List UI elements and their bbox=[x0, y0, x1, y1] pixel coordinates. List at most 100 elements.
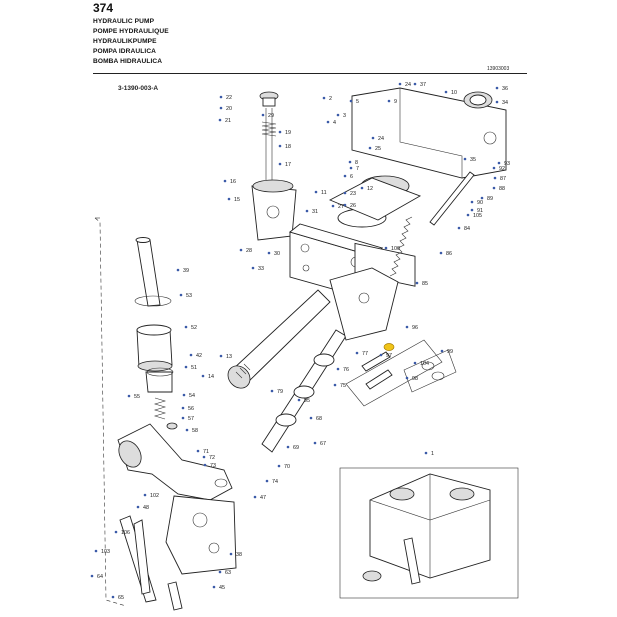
callout-92: 92 bbox=[492, 166, 505, 172]
callout-dot bbox=[201, 374, 205, 378]
callout-dot bbox=[185, 428, 189, 432]
callout-dot bbox=[278, 162, 282, 166]
assembly-boundary-line bbox=[94, 217, 127, 607]
callout-dot bbox=[278, 144, 282, 148]
callout-98: 98 bbox=[405, 376, 418, 382]
callout-38: 38 bbox=[229, 552, 242, 558]
callout-dot bbox=[493, 176, 497, 180]
callout-dot bbox=[413, 361, 417, 365]
callout-33: 33 bbox=[251, 266, 264, 272]
callout-dot bbox=[326, 120, 330, 124]
callout-dot bbox=[176, 268, 180, 272]
callout-58: 58 bbox=[185, 428, 198, 434]
callout-dot bbox=[466, 213, 470, 217]
callout-dot bbox=[387, 99, 391, 103]
callout-dot bbox=[398, 82, 402, 86]
callout-53: 53 bbox=[179, 293, 192, 299]
callout-dot bbox=[219, 95, 223, 99]
callout-dot bbox=[111, 595, 115, 599]
callout-number: 56 bbox=[188, 406, 194, 412]
callout-dot bbox=[261, 113, 265, 117]
callout-number: 103 bbox=[101, 549, 110, 555]
callout-number: 2 bbox=[329, 96, 332, 102]
callout-dot bbox=[405, 325, 409, 329]
callout-14: 14 bbox=[201, 374, 214, 380]
callout-dot bbox=[94, 549, 98, 553]
callout-76: 76 bbox=[336, 367, 349, 373]
title-block: HYDRAULIC PUMP POMPE HYDRAULIQUE HYDRAUL… bbox=[93, 17, 169, 67]
callout-number: 70 bbox=[284, 464, 290, 470]
callout-75: 75 bbox=[333, 383, 346, 389]
rear-boss-bore bbox=[469, 94, 487, 106]
callout-93: 93 bbox=[497, 161, 510, 167]
spring-stack bbox=[153, 397, 167, 420]
callout-number: 53 bbox=[186, 293, 192, 299]
callout-85: 85 bbox=[415, 281, 428, 287]
callout-dot bbox=[265, 479, 269, 483]
seal-ring bbox=[421, 361, 435, 371]
seal-kit-frame bbox=[403, 349, 457, 393]
callout-dot bbox=[495, 86, 499, 90]
callout-97: 97 bbox=[379, 353, 392, 359]
callout-100: 100 bbox=[384, 246, 400, 252]
callout-dot bbox=[184, 325, 188, 329]
callout-dot bbox=[343, 203, 347, 207]
callout-number: 88 bbox=[499, 186, 505, 192]
callout-number: 92 bbox=[499, 166, 505, 172]
valve-block-port bbox=[358, 292, 370, 304]
callout-77: 77 bbox=[355, 351, 368, 357]
callout-number: 33 bbox=[258, 266, 264, 272]
kit-spool-b bbox=[365, 369, 393, 390]
lift-shaft-top bbox=[135, 237, 151, 243]
inset-frame bbox=[339, 467, 519, 599]
callout-dot bbox=[440, 349, 444, 353]
callout-106: 106 bbox=[114, 530, 130, 536]
callout-24: 24 bbox=[371, 136, 384, 142]
callout-1: 1 bbox=[424, 451, 434, 457]
callout-number: 10 bbox=[451, 90, 457, 96]
callout-28: 28 bbox=[239, 248, 252, 254]
callout-number: 55 bbox=[134, 394, 140, 400]
callout-number: 64 bbox=[97, 574, 103, 580]
callout-dot bbox=[470, 200, 474, 204]
callout-65: 65 bbox=[111, 595, 124, 601]
callout-number: 30 bbox=[274, 251, 280, 257]
callout-dot bbox=[309, 416, 313, 420]
callout-dot bbox=[497, 161, 501, 165]
callout-dot bbox=[297, 398, 301, 402]
callout-17: 17 bbox=[278, 162, 291, 168]
callout-number: 21 bbox=[225, 118, 231, 124]
body-hole bbox=[300, 243, 310, 253]
callout-dot bbox=[371, 136, 375, 140]
callout-dot bbox=[196, 449, 200, 453]
inset-shaft-end bbox=[362, 570, 382, 582]
lower-control-housing bbox=[165, 495, 237, 575]
callout-91: 91 bbox=[470, 208, 483, 214]
callout-number: 58 bbox=[192, 428, 198, 434]
callout-69: 69 bbox=[286, 445, 299, 451]
callout-dot bbox=[143, 493, 147, 497]
inset-rod bbox=[403, 537, 421, 585]
callout-number: 42 bbox=[196, 353, 202, 359]
callout-number: 100 bbox=[391, 246, 400, 252]
callout-number: 16 bbox=[230, 179, 236, 185]
callout-number: 71 bbox=[203, 449, 209, 455]
callout-36: 36 bbox=[495, 86, 508, 92]
callout-dot bbox=[179, 293, 183, 297]
callout-dot bbox=[267, 251, 271, 255]
callout-3: 3 bbox=[336, 113, 346, 119]
callout-42: 42 bbox=[189, 353, 202, 359]
callout-84: 84 bbox=[457, 226, 470, 232]
lower-control-bore bbox=[208, 542, 220, 554]
callout-18: 18 bbox=[278, 144, 291, 150]
callout-dot bbox=[184, 365, 188, 369]
callout-8: 8 bbox=[348, 160, 358, 166]
seal-ring bbox=[431, 371, 445, 381]
callout-number: 90 bbox=[477, 200, 483, 206]
callout-number: 18 bbox=[285, 144, 291, 150]
callout-number: 79 bbox=[277, 389, 283, 395]
callout-number: 13 bbox=[226, 354, 232, 360]
callout-dot bbox=[181, 416, 185, 420]
callout-number: 6 bbox=[350, 174, 353, 180]
callout-number: 4 bbox=[333, 120, 336, 126]
